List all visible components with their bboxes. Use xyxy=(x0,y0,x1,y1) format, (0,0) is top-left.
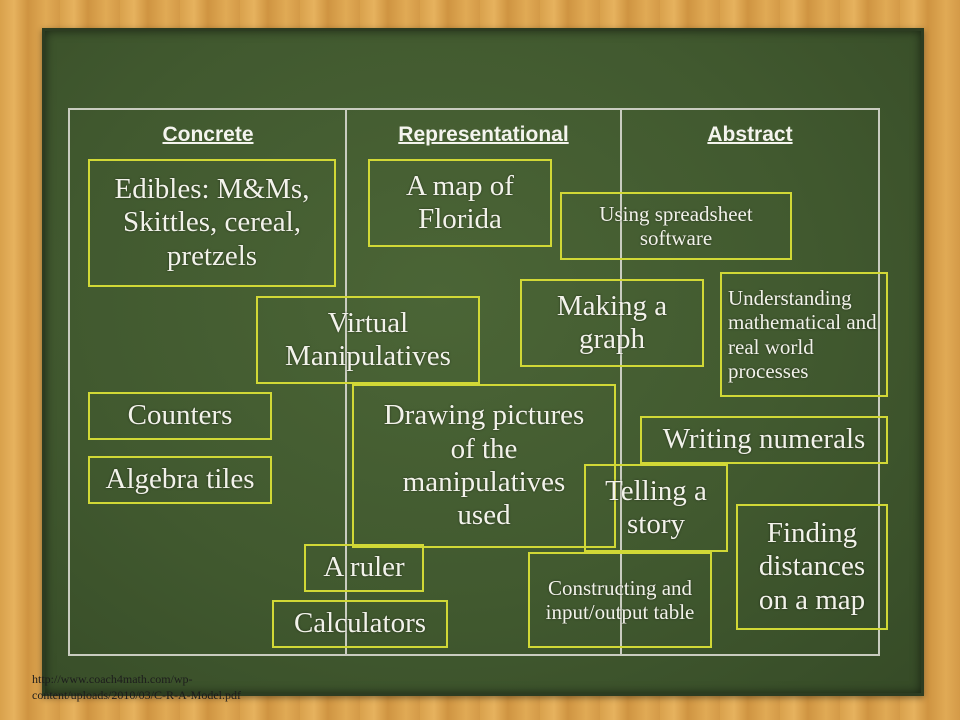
header-abstract: Abstract xyxy=(707,123,793,146)
citation-line-1: http://www.coach4math.com/wp- xyxy=(32,672,193,686)
card-algebra-tiles: Algebra tiles xyxy=(88,456,272,504)
card-edibles: Edibles: M&Ms, Skittles, cereal, pretzel… xyxy=(88,159,336,287)
card-ruler: A ruler xyxy=(304,544,424,592)
citation: http://www.coach4math.com/wp- content/up… xyxy=(32,671,332,703)
card-constructing-table: Constructing and input/output table xyxy=(528,552,712,648)
card-writing-numerals: Writing numerals xyxy=(640,416,888,464)
card-drawing-pictures: Drawing pictures of the manipulatives us… xyxy=(352,384,616,548)
card-virtual-manipulatives: Virtual Manipulatives xyxy=(256,296,480,384)
card-calculators: Calculators xyxy=(272,600,448,648)
card-understanding: Understanding mathematical and real worl… xyxy=(720,272,888,397)
chart-frame xyxy=(68,108,880,656)
card-telling-story: Telling a story xyxy=(584,464,728,552)
header-concrete: Concrete xyxy=(162,123,254,146)
card-making-graph: Making a graph xyxy=(520,279,704,367)
citation-line-2: content/uploads/2010/03/C-R-A-Model.pdf xyxy=(32,688,241,702)
card-map-of-florida: A map of Florida xyxy=(368,159,552,247)
card-finding-distances: Finding distances on a map xyxy=(736,504,888,630)
column-divider-2 xyxy=(620,108,622,656)
chalkboard xyxy=(42,28,924,696)
header-representational: Representational xyxy=(398,123,569,146)
card-spreadsheet: Using spreadsheet software xyxy=(560,192,792,260)
card-counters: Counters xyxy=(88,392,272,440)
